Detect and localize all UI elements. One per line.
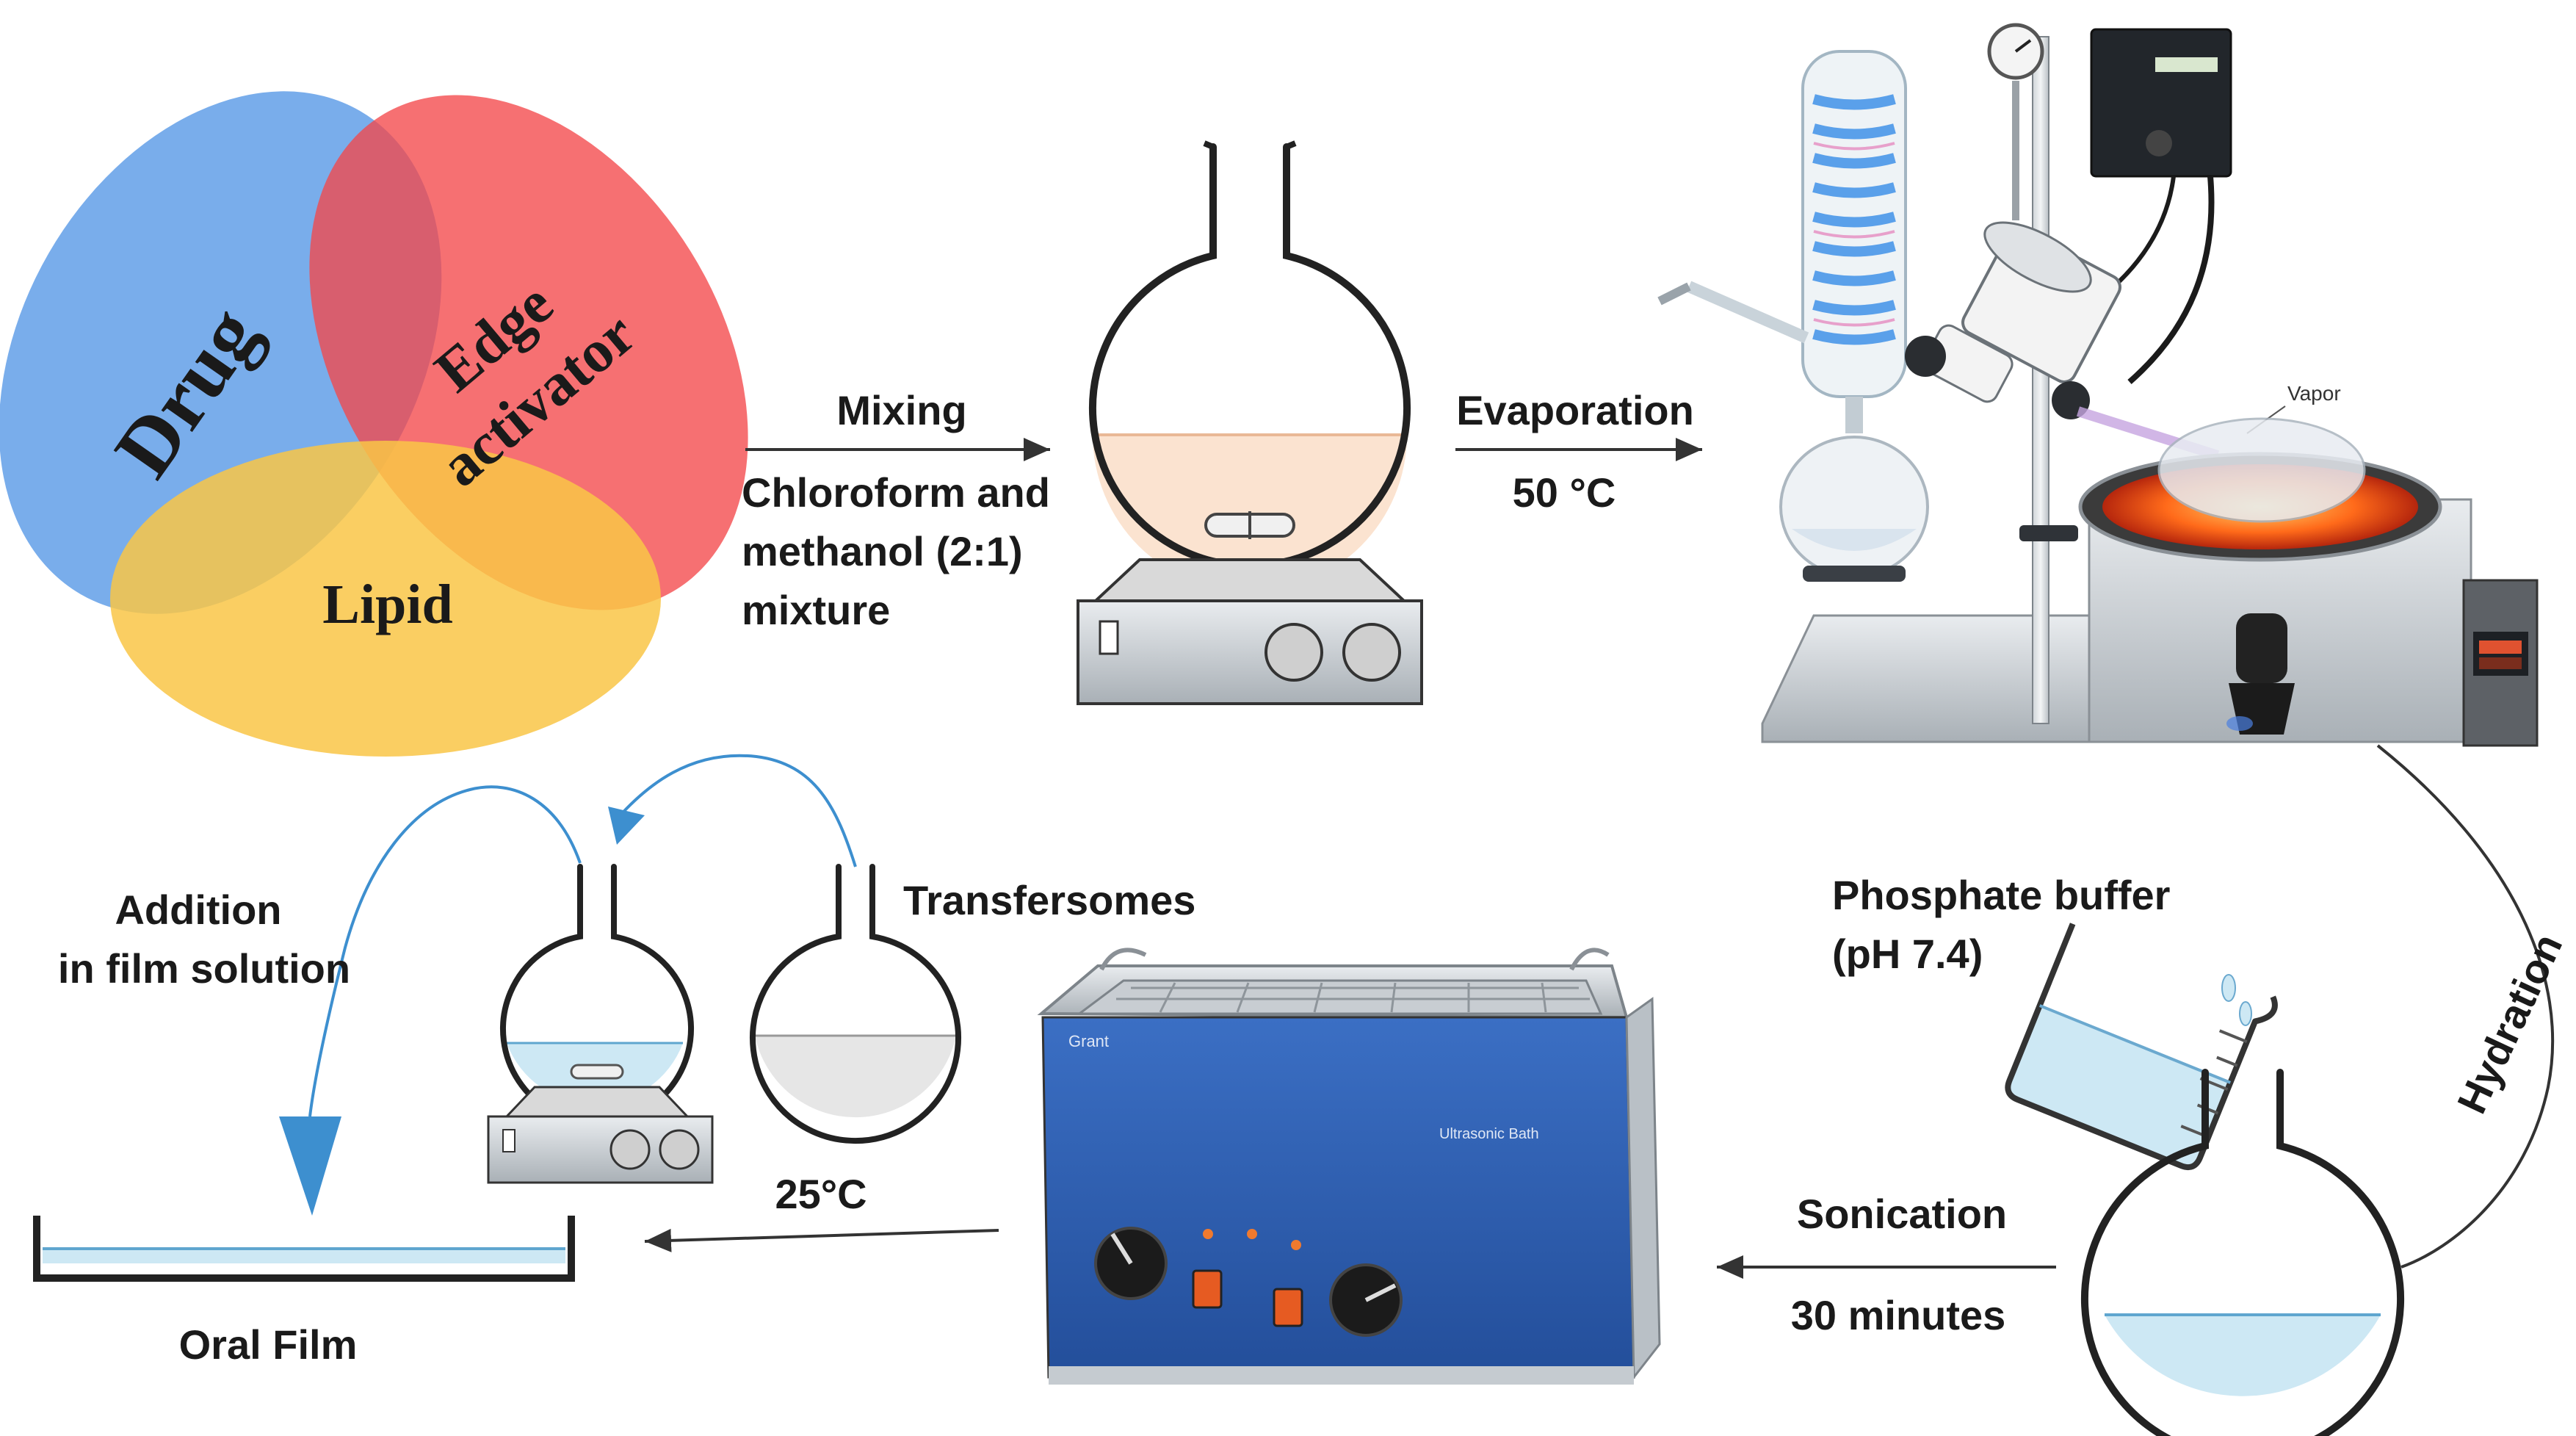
stirrer-knob-2 [1342,623,1401,682]
solvent-line2: methanol (2:1) [742,528,1023,574]
beaker-liquid [2008,1006,2231,1168]
condenser-coil [1812,94,1896,345]
cooling-step: 25°C [644,1171,999,1252]
transfersomes-arrowhead [608,807,645,845]
film-arrowhead [279,1116,341,1216]
ultrasonic-bath: Grant Ultrasonic Bath [1037,948,1661,1385]
film-layer [43,1249,565,1263]
small-flask-on-stirrer [487,864,714,1184]
rotavap-support-rod [2032,36,2049,724]
addition-label-line1: Addition [115,887,281,933]
transfersomes-to-flask-arrow [615,754,857,867]
flask-to-film-arrow [308,785,582,1117]
hydration-connector [2376,744,2555,1269]
hydration-flask-body [2081,1069,2404,1436]
mixing-step: Mixing Chloroform and methanol (2:1) mix… [742,387,1050,633]
solvent-line1: Chloroform and [742,469,1050,516]
venn-diagram: Drug Edge activator Lipid [0,91,748,757]
lipid-label: Lipid [322,574,452,635]
evaporation-temp: 50 °C [1513,469,1616,516]
transfersomes-flask-body [750,864,961,1144]
buffer-label-line2: (pH 7.4) [1832,931,1983,977]
solvent-line3: mixture [742,587,890,633]
oral-film-tray: Oral Film [33,1216,575,1368]
flask-on-stirrer [1077,140,1423,705]
hydration-step: Hydration [2376,744,2571,1269]
lipid-lobe [110,441,661,757]
hydration-flask-liquid [2105,1315,2381,1396]
evaporation-label: Evaporation [1456,387,1694,433]
bath-switch-left [1192,1269,1223,1309]
room-temp-label: 25°C [775,1171,866,1217]
beaker-outline [2005,923,2278,1171]
transfer-arrows [279,754,857,1216]
stirrer-knob-1 [1265,623,1323,682]
sonicator-brand: Grant [1068,1032,1109,1050]
tray-outline [33,1216,575,1282]
transfersomes-flask: Transfersomes [750,864,1195,1144]
rotary-evaporator: Vapor [1657,23,2539,747]
sonication-step: Sonication 30 minutes [1717,1191,2056,1338]
to-film-arrow [644,1228,999,1252]
buffer-beaker: Phosphate buffer (pH 7.4) [1832,872,2278,1171]
sonication-label: Sonication [1797,1191,2007,1237]
transfersomes-liquid [755,1036,956,1118]
stirrer-top [1091,558,1408,602]
hydration-flask [2081,1069,2404,1436]
oral-film-label: Oral Film [179,1321,358,1368]
evaporating-flask [2157,417,2366,523]
basket-grid [1116,982,1590,1013]
stirrer-switch [1099,620,1119,655]
evaporation-step: Evaporation 50 °C [1455,387,1702,516]
sonication-time: 30 minutes [1791,1292,2006,1338]
mixing-label: Mixing [836,387,966,433]
collection-flask [1779,436,1929,578]
sonicator-model: Ultrasonic Bath [1439,1126,1539,1142]
transfersomes-label: Transfersomes [903,877,1195,923]
addition-label-line2: in film solution [58,945,350,992]
bath-switch-right [1273,1288,1303,1327]
pouring-drops [2221,974,2252,1026]
buffer-label-line1: Phosphate buffer [1832,872,2170,918]
vapor-tag: Vapor [2287,382,2341,405]
